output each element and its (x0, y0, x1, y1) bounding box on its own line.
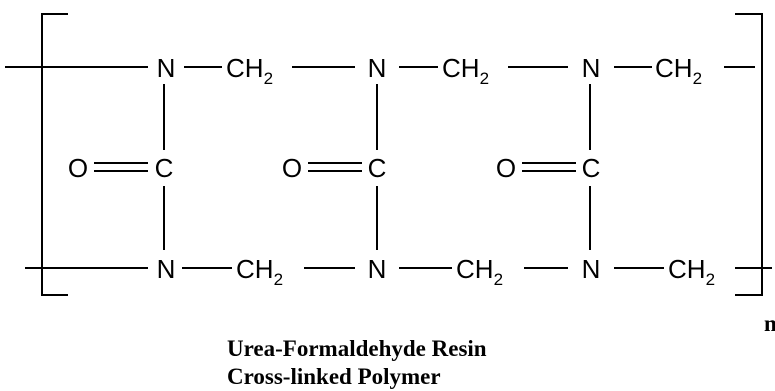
vertical-bonds (163, 84, 591, 250)
methylene-group-bottom-1: CH2 (236, 254, 283, 289)
oxygen-atom-1: O (68, 153, 88, 183)
methylene-group-top-2: CH2 (442, 53, 489, 88)
oxygen-atom-3: O (496, 153, 516, 183)
methylene-group-bottom-2: CH2 (456, 254, 503, 289)
nitrogen-atom-top-1: N (157, 53, 176, 83)
methylene-group-top-1: CH2 (226, 53, 273, 88)
nitrogen-atom-bottom-3: N (582, 254, 601, 284)
carbon-atom-1: C (155, 153, 174, 183)
carbonyl-double-bonds (94, 162, 576, 172)
nitrogen-atom-bottom-1: N (157, 254, 176, 284)
nitrogen-atom-top-2: N (368, 53, 387, 83)
nitrogen-atom-bottom-2: N (368, 254, 387, 284)
repeat-unit-subscript: n (764, 311, 775, 336)
methylene-group-bottom-3: CH2 (668, 254, 715, 289)
carbon-atom-2: C (368, 153, 387, 183)
caption-line-1: Urea-Formaldehyde Resin (227, 336, 487, 361)
left-bracket (41, 13, 68, 296)
oxygen-atom-2: O (282, 153, 302, 183)
methylene-group-top-3: CH2 (655, 53, 702, 88)
carbon-atom-3: C (582, 153, 601, 183)
right-bracket (735, 13, 763, 296)
caption-line-2: Cross-linked Polymer (227, 364, 441, 389)
nitrogen-atom-top-3: N (582, 53, 601, 83)
